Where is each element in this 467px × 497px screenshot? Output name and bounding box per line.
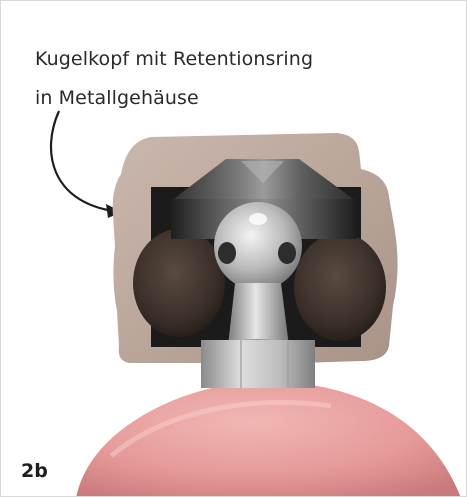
retention-ring-left	[133, 229, 225, 337]
abutment-post	[201, 340, 315, 388]
figure-label: 2b	[21, 460, 48, 482]
pointer-arrow	[51, 111, 113, 211]
caption-line-2: in Metallgehäuse	[35, 87, 199, 109]
ball-neck	[228, 283, 289, 346]
caption-line-1: Kugelkopf mit Retentionsring	[35, 48, 313, 70]
retention-ring-right	[294, 233, 386, 341]
